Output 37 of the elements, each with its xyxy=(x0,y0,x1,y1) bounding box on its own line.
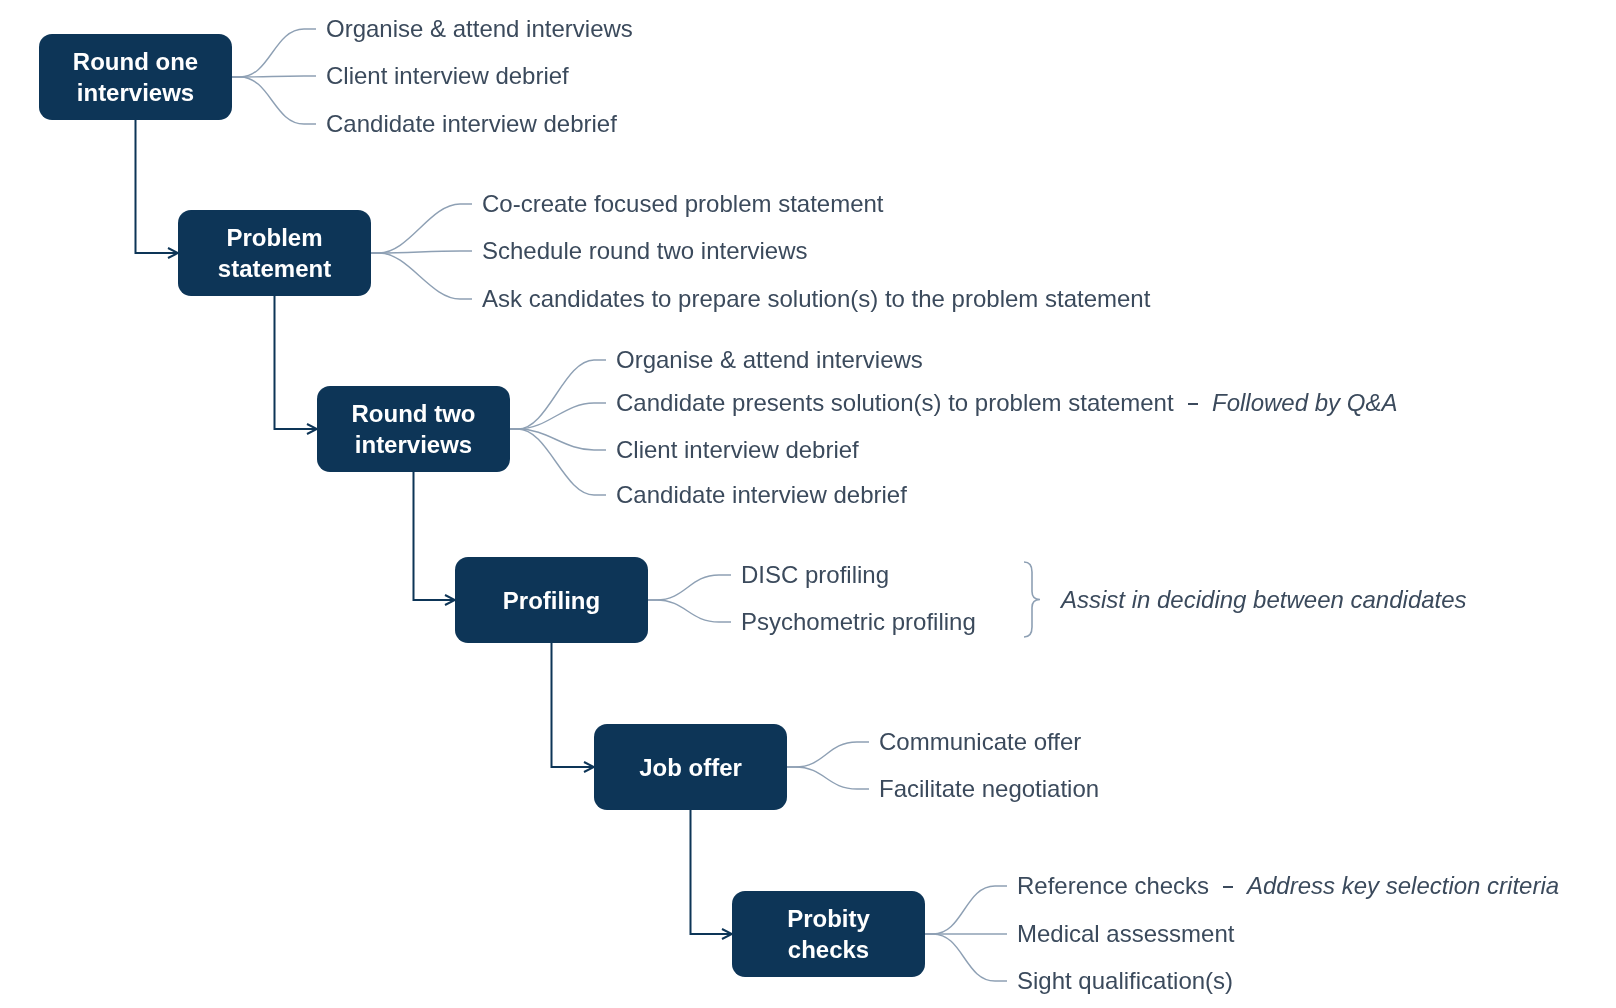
branch-line xyxy=(786,766,870,790)
step-item: Facilitate negotiation xyxy=(869,774,1100,804)
branch-line xyxy=(924,933,1008,982)
step-item: Communicate offer xyxy=(869,727,1082,757)
arrow xyxy=(412,471,456,606)
step-item: Ask candidates to prepare solution(s) to the problem statement xyxy=(472,284,1151,314)
process-box: Problem statement xyxy=(178,210,371,296)
process-box: Job offer xyxy=(594,724,787,810)
side-note: Address key selection criteria xyxy=(1247,871,1560,901)
branch-line xyxy=(231,76,317,125)
step-item: Schedule round two interviews xyxy=(472,236,808,266)
step-item: Sight qualification(s) xyxy=(1007,966,1234,996)
arrow xyxy=(550,642,595,773)
process-box: Profiling xyxy=(455,557,648,643)
process-box: Round two interviews xyxy=(317,386,510,472)
arrow xyxy=(134,119,179,259)
step-item: Co-create focused problem statement xyxy=(472,189,884,219)
step-item: Client interview debrief xyxy=(606,435,859,465)
arrow xyxy=(273,295,318,435)
step-item: Medical assessment xyxy=(1007,919,1235,949)
side-note: Followed by Q&A xyxy=(1212,388,1398,418)
process-box: Probity checks xyxy=(732,891,925,977)
step-item: Organise & attend interviews xyxy=(316,14,633,44)
step-item: Candidate presents solution(s) to problem statement xyxy=(606,388,1174,418)
branch-line xyxy=(647,599,732,623)
step-item: Psychometric profiling xyxy=(731,607,976,637)
branch-line xyxy=(509,428,607,496)
side-note: Assist in deciding between candidates xyxy=(1061,584,1467,615)
step-item: Candidate interview debrief xyxy=(316,109,617,139)
step-item: Organise & attend interviews xyxy=(606,345,923,375)
process-box: Round one interviews xyxy=(39,34,232,120)
step-item: Candidate interview debrief xyxy=(606,480,907,510)
branch-line xyxy=(370,252,473,300)
step-item: Client interview debrief xyxy=(316,61,569,91)
step-item: DISC profiling xyxy=(731,560,890,590)
arrow xyxy=(689,809,733,940)
step-item: Reference checks xyxy=(1007,871,1210,901)
